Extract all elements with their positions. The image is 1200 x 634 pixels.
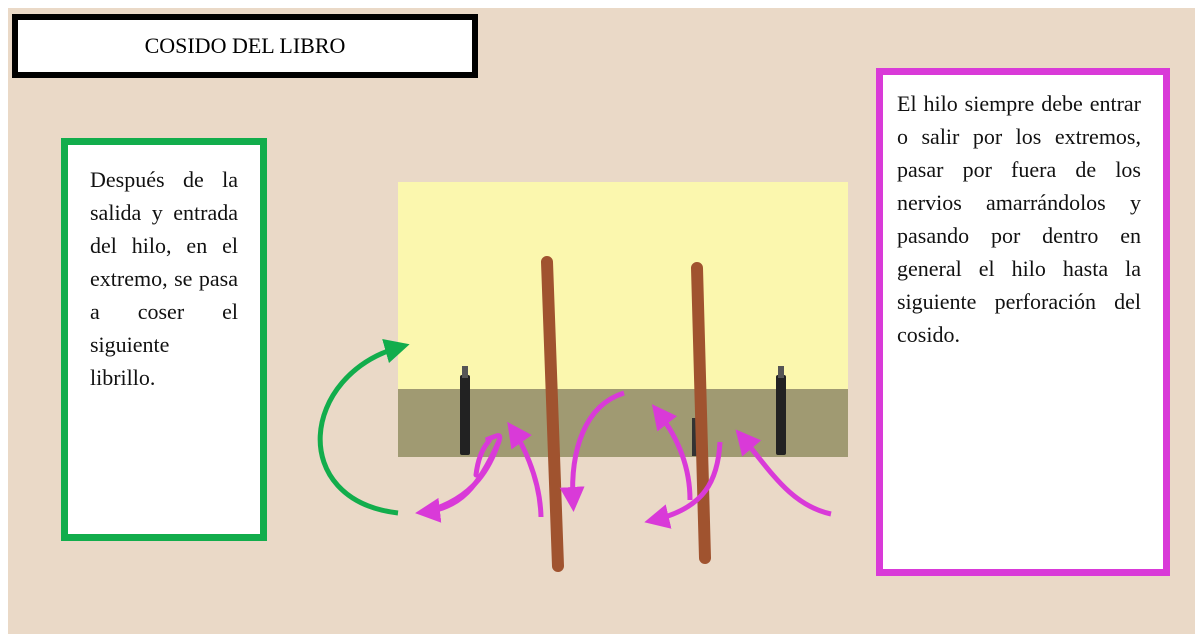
right-note-box: El hilo siempre debe entrar o salir por … (876, 68, 1170, 576)
title-box: COSIDO DEL LIBRO (12, 14, 478, 78)
left-note-text: Después de la salida y entrada del hilo,… (90, 167, 238, 390)
left-note-box: Después de la salida y entrada del hilo,… (61, 138, 267, 541)
diagram-title: COSIDO DEL LIBRO (144, 33, 346, 58)
right-note-text: El hilo siempre debe entrar o salir por … (897, 91, 1141, 347)
